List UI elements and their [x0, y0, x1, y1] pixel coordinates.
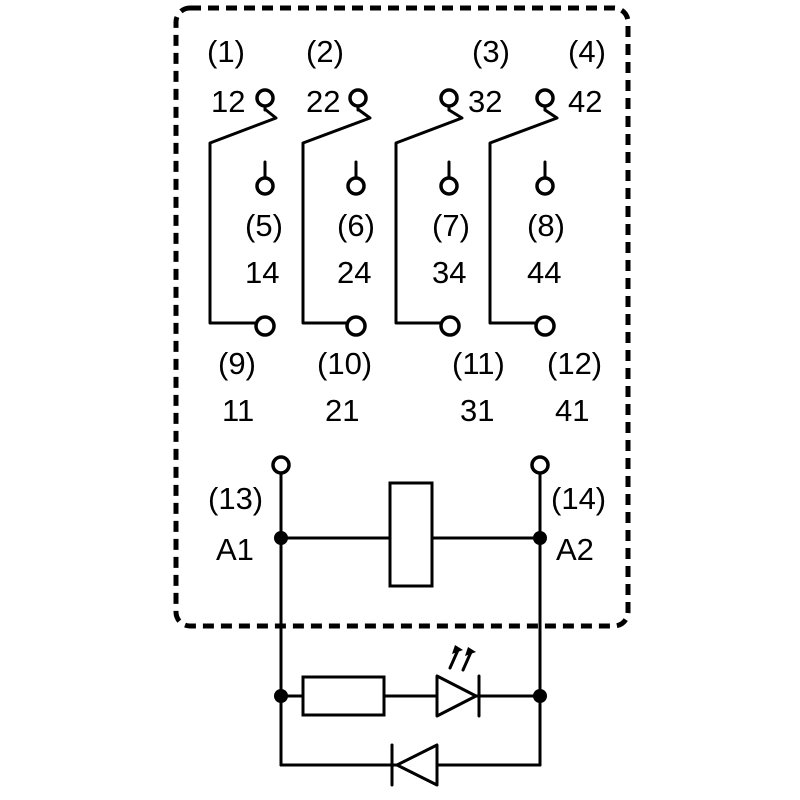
pin-number-6: (6) — [337, 208, 375, 243]
contact-4-switch-arm — [488, 108, 559, 325]
junction-led-right — [533, 689, 547, 703]
junction-a2 — [533, 531, 547, 545]
pin-number-5: (5) — [245, 208, 283, 243]
terminal-label-24: 24 — [337, 255, 371, 290]
contact-set-2: (2) 22 (6) 24 (10) 21 — [301, 34, 375, 428]
terminal-32 — [439, 88, 459, 108]
terminal-label-42: 42 — [568, 84, 602, 119]
relay-housing-outline — [173, 5, 631, 629]
diode-triangle — [395, 743, 439, 787]
led-light-arrowhead-2 — [465, 647, 476, 656]
contact-2-switch-arm — [301, 108, 372, 325]
pin-number-11: (11) — [452, 346, 505, 381]
junction-a1 — [274, 531, 288, 545]
contact-3-switch-arm — [394, 108, 464, 325]
pin-number-1: (1) — [207, 34, 245, 69]
terminal-label-11: 11 — [222, 393, 254, 428]
pin-number-9: (9) — [218, 346, 256, 381]
led-light-arrowhead-1 — [452, 645, 463, 654]
terminal-label-12: 12 — [211, 84, 245, 119]
terminal-21 — [345, 315, 367, 337]
coil-label-a2: A2 — [556, 532, 594, 567]
pin-number-3: (3) — [472, 34, 510, 69]
led-triangle — [435, 674, 478, 718]
pin-number-13: (13) — [208, 481, 263, 516]
terminal-a1 — [271, 455, 291, 475]
terminal-14 — [255, 176, 275, 196]
terminal-label-34: 34 — [432, 255, 466, 290]
pin-number-4: (4) — [568, 34, 606, 69]
terminal-label-21: 21 — [325, 393, 359, 428]
terminal-label-14: 14 — [245, 255, 279, 290]
led-light-arrow-2 — [461, 650, 473, 672]
pin-number-2: (2) — [306, 34, 344, 69]
contact-set-4: (4) 42 (8) 44 (12) 41 — [488, 34, 606, 428]
series-resistor — [301, 675, 386, 717]
pin-number-7: (7) — [432, 208, 470, 243]
contact-set-1: (1) 12 (5) 14 (9) 11 — [207, 34, 283, 428]
terminal-a2 — [530, 455, 550, 475]
contact-1-switch-arm — [208, 108, 278, 325]
terminal-24 — [346, 176, 366, 196]
terminal-42 — [535, 88, 555, 108]
terminal-label-31: 31 — [460, 393, 494, 428]
pin-number-12: (12) — [547, 346, 602, 381]
terminal-label-32: 32 — [468, 84, 502, 119]
coil-circuit: (13) A1 (14) A2 — [208, 455, 606, 787]
led-indicator — [435, 645, 481, 718]
pin-number-8: (8) — [527, 208, 565, 243]
terminal-label-44: 44 — [527, 255, 561, 290]
coil-label-a1: A1 — [216, 532, 254, 567]
terminal-label-22: 22 — [306, 84, 340, 119]
freewheeling-diode — [390, 743, 439, 787]
terminal-22 — [348, 88, 368, 108]
terminal-12 — [255, 88, 275, 108]
led-light-arrow-1 — [448, 648, 460, 670]
terminal-41 — [534, 315, 556, 337]
terminal-11 — [254, 315, 276, 337]
terminal-44 — [535, 176, 555, 196]
contact-set-3: (3) 32 (7) 34 (11) 31 — [394, 34, 510, 428]
relay-coil — [388, 481, 434, 588]
terminal-31 — [439, 315, 461, 337]
pin-number-14: (14) — [551, 481, 606, 516]
pin-number-10: (10) — [317, 346, 372, 381]
terminal-label-41: 41 — [555, 393, 589, 428]
junction-led-left — [274, 689, 288, 703]
terminal-34 — [439, 176, 459, 196]
